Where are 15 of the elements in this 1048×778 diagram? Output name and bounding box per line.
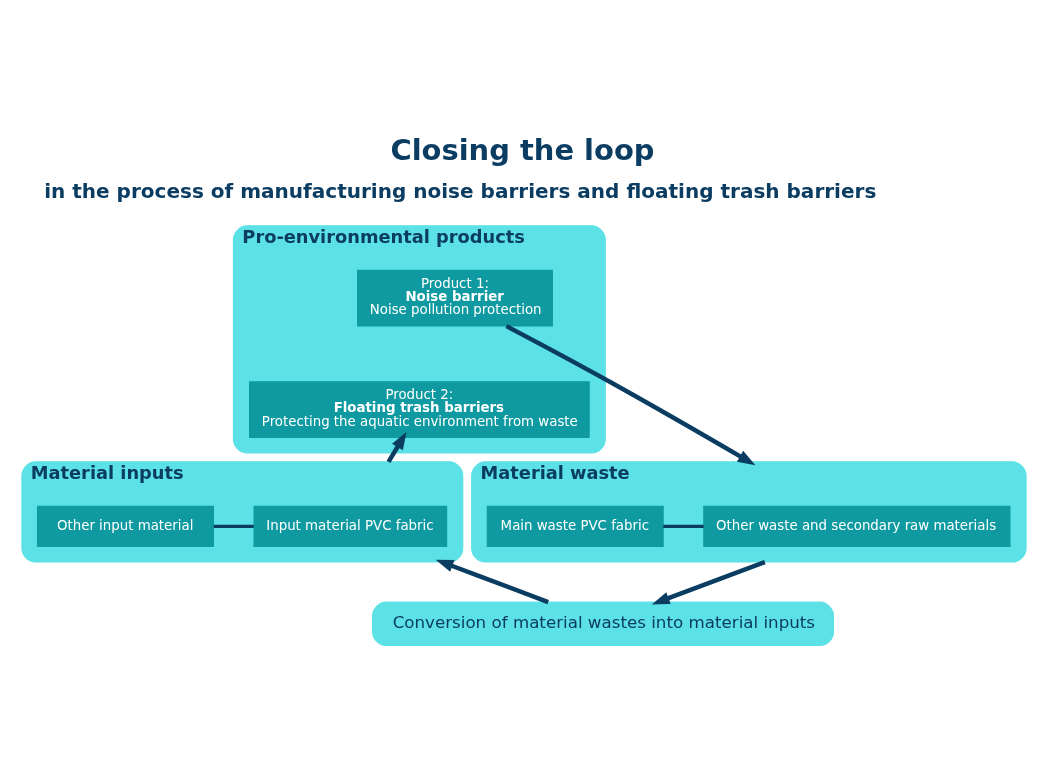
connector bbox=[213, 524, 254, 528]
arrow bbox=[505, 323, 756, 465]
node-box: Main waste PVC fabric bbox=[486, 505, 664, 547]
diagram-title: Closing the loop bbox=[390, 132, 655, 167]
node-box: Product 2: Floating trash barriers Protecting the aquatic environment from waste bbox=[249, 380, 590, 438]
arrow bbox=[386, 431, 407, 463]
node-box: Other waste and secondary raw materials bbox=[703, 505, 1011, 547]
node-box: Input material PVC fabric bbox=[253, 505, 448, 547]
node-box: Conversion of material wastes into material inputs bbox=[372, 601, 835, 646]
node-box: Product 1: Noise barrier Noise pollution protection bbox=[357, 269, 553, 327]
label: in the process of manufacturing noise barriers and floating trash barriers bbox=[44, 178, 877, 203]
arrow bbox=[435, 559, 549, 604]
arrow bbox=[651, 559, 766, 604]
node-box: Other input material bbox=[36, 505, 214, 547]
connector bbox=[663, 524, 704, 528]
